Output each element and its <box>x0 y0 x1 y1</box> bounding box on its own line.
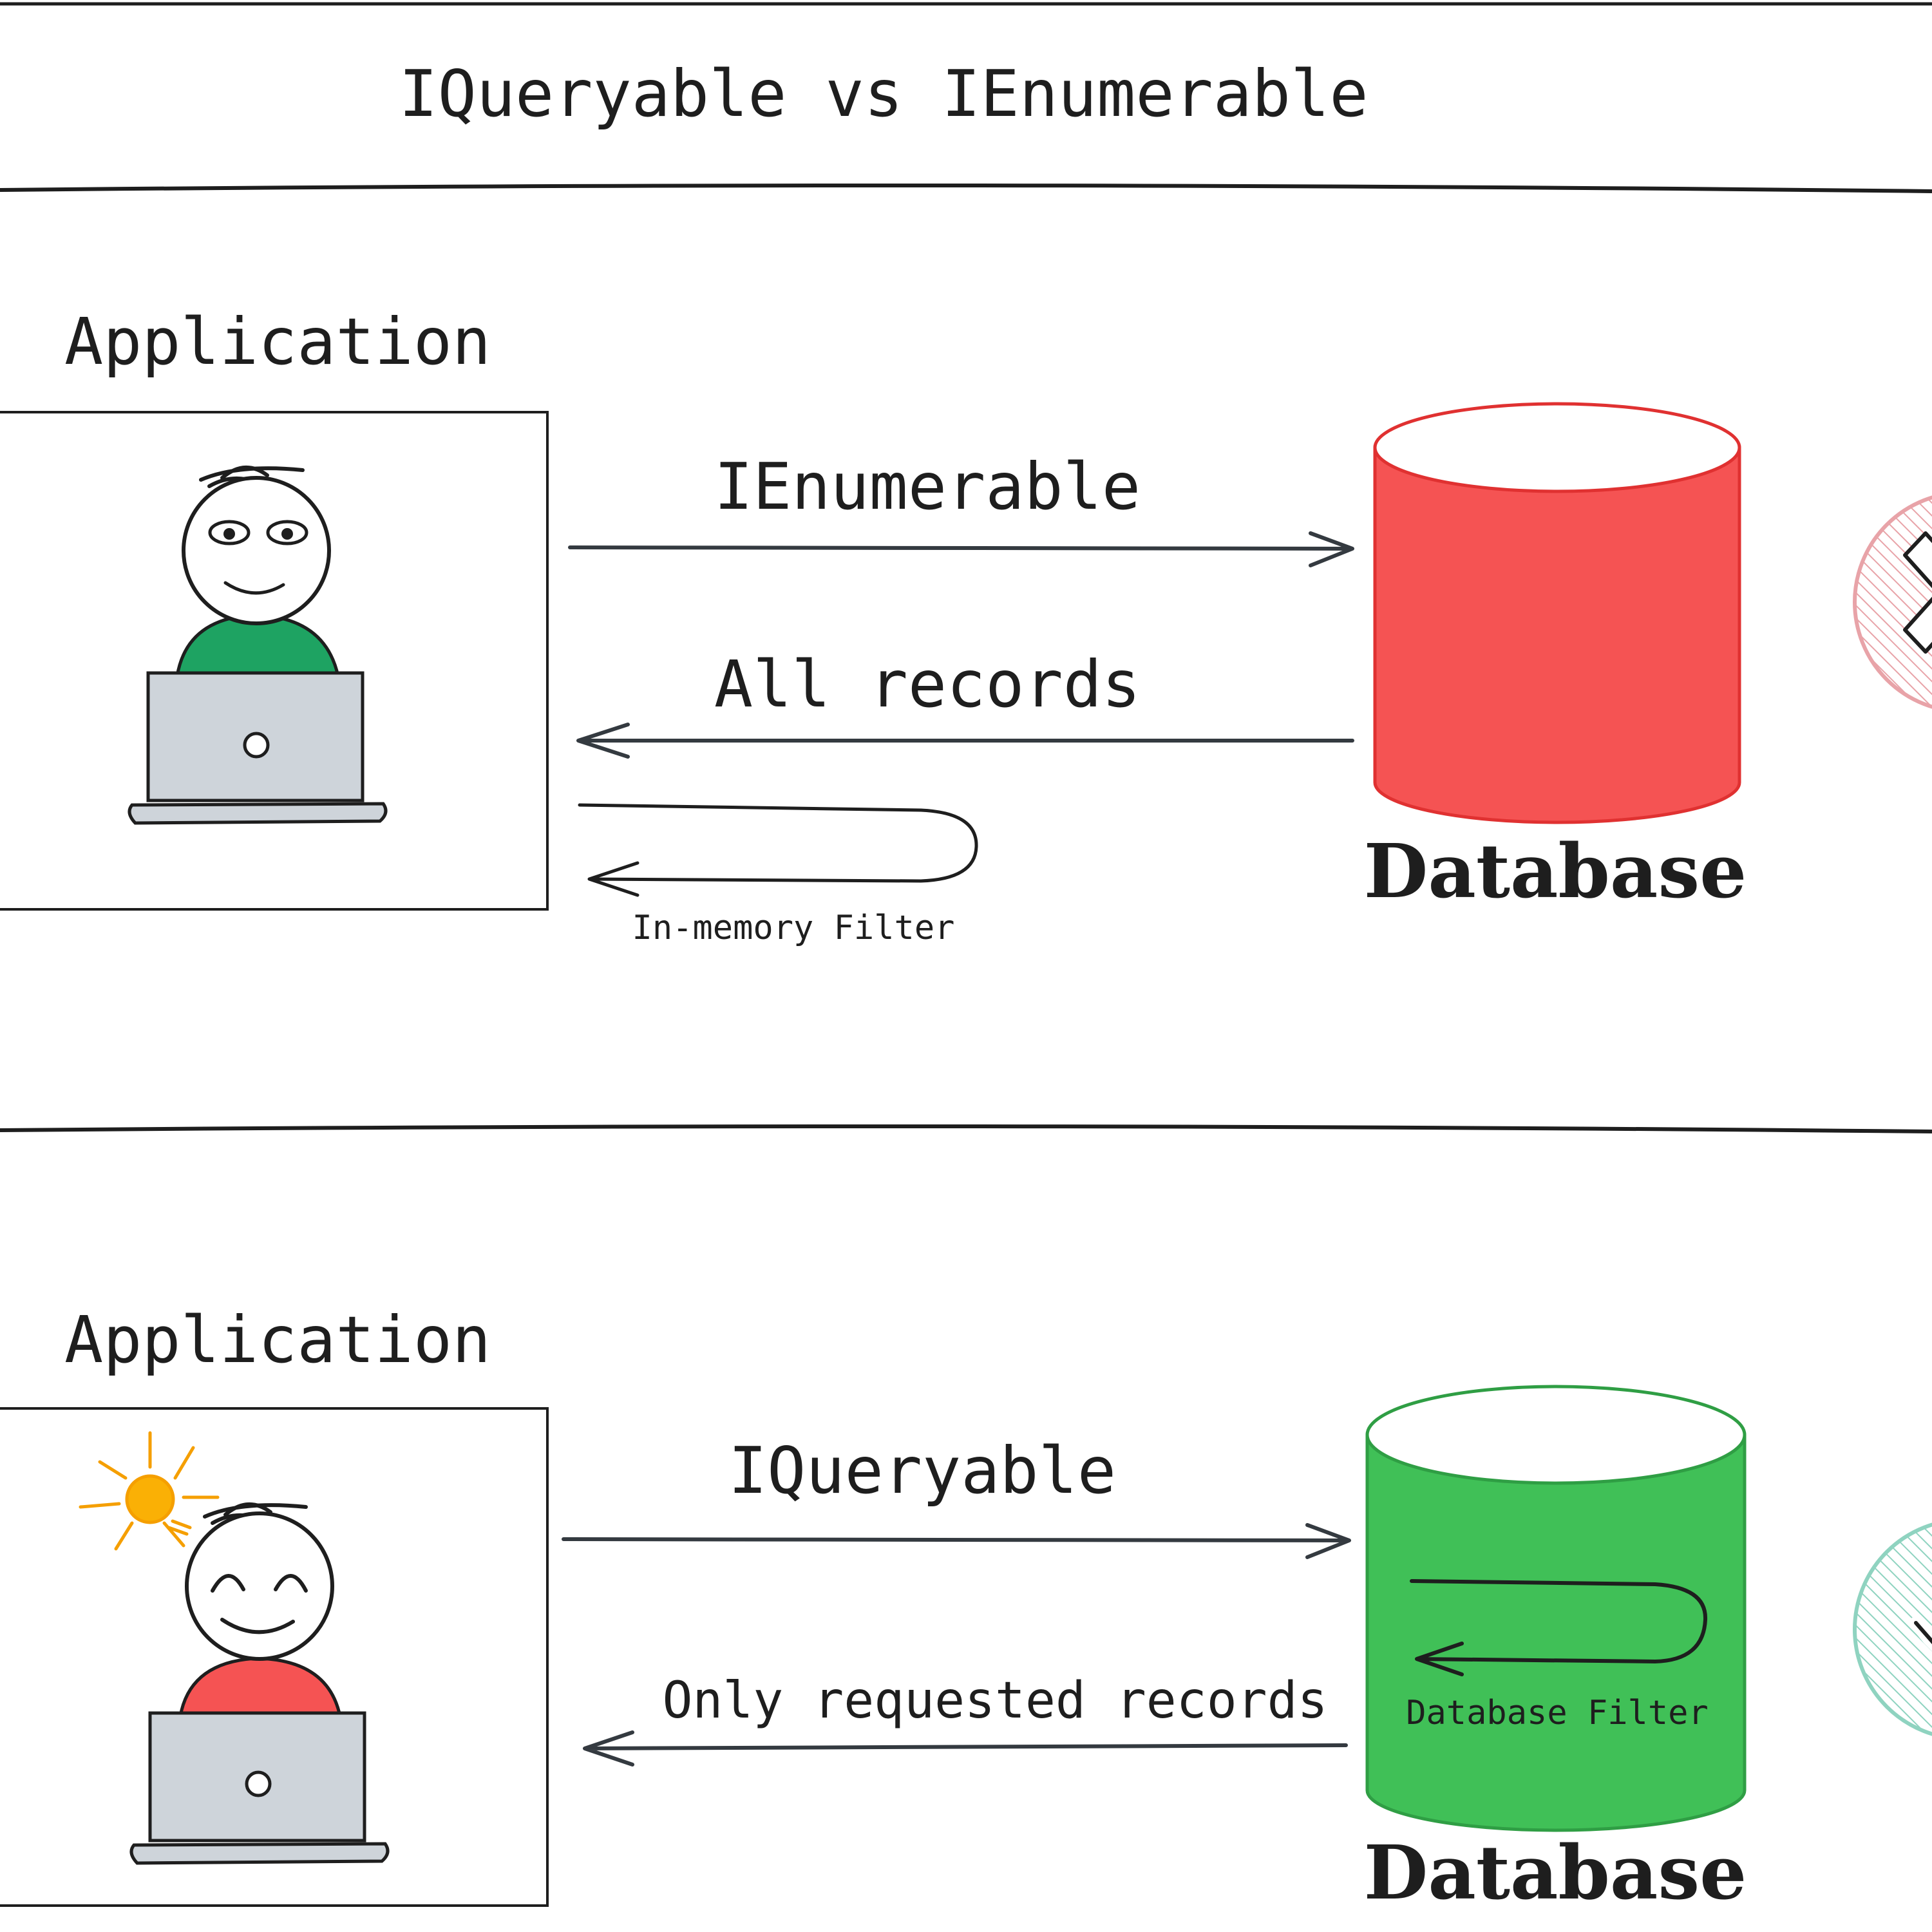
section-2-left-eye <box>211 1574 245 1593</box>
section-1-request-arrow <box>568 531 1354 567</box>
section-1-filter-loop-arrow <box>578 803 978 897</box>
section-1-laptop-base <box>128 802 388 825</box>
section-2-filter-loop-arrow <box>1410 1579 1708 1676</box>
section-1-left-pupil <box>223 528 235 540</box>
section-1-head <box>182 476 331 625</box>
cross-circle-icon <box>1853 495 1932 709</box>
section-1-developer <box>128 466 388 825</box>
section-2-shirt <box>178 1656 343 1718</box>
section-2-database-label: Database <box>1364 1830 1747 1917</box>
section-1-filter-label: In-memory Filter <box>632 909 955 947</box>
section-2-right-eye <box>274 1574 308 1593</box>
section-iqueryable: Application IQueryable Only requested re… <box>0 1302 1932 1917</box>
section-2-laptop-base <box>129 1842 390 1865</box>
section-1-response-label: All records <box>714 647 1141 722</box>
section-2-application-box <box>0 1407 549 1907</box>
section-2-database-top <box>1365 1385 1747 1485</box>
section-1-request-label: IEnumerable <box>714 449 1141 524</box>
section-1-response-arrow <box>576 723 1354 759</box>
section-1-heading: Application <box>64 304 491 379</box>
section-2-mouth <box>220 1618 295 1634</box>
section-2-request-label: IQueryable <box>728 1433 1116 1508</box>
section-1-right-pupil <box>281 528 293 540</box>
section-2-developer <box>129 1502 390 1865</box>
section-2-database: Database Filter <box>1365 1385 1747 1832</box>
section-1-application-box <box>0 411 549 911</box>
section-2-response-label: Only requested records <box>662 1672 1327 1730</box>
section-1-database <box>1373 402 1741 824</box>
section-2-heading: Application <box>64 1302 491 1378</box>
section-1-database-top <box>1373 402 1741 493</box>
section-2-head <box>185 1511 334 1661</box>
section-2-response-arrow <box>583 1730 1348 1766</box>
lightbulb-icon <box>79 1431 220 1551</box>
section-ienumerable: Application IEnumerable All records In-m… <box>0 304 1932 947</box>
section-2-request-arrow <box>562 1523 1351 1559</box>
title-divider-line <box>0 183 1932 193</box>
section-1-mouth <box>223 581 285 595</box>
section-1-laptop-logo <box>243 732 270 759</box>
check-circle-icon <box>1853 1522 1932 1736</box>
diagram-title: IQueryable vs IEnumerable <box>399 56 1368 131</box>
section-1-database-label: Database <box>1364 828 1747 915</box>
section-2-filter-label: Database Filter <box>1406 1694 1709 1732</box>
section-divider-line <box>0 1124 1932 1133</box>
section-2-laptop-logo <box>245 1770 272 1797</box>
